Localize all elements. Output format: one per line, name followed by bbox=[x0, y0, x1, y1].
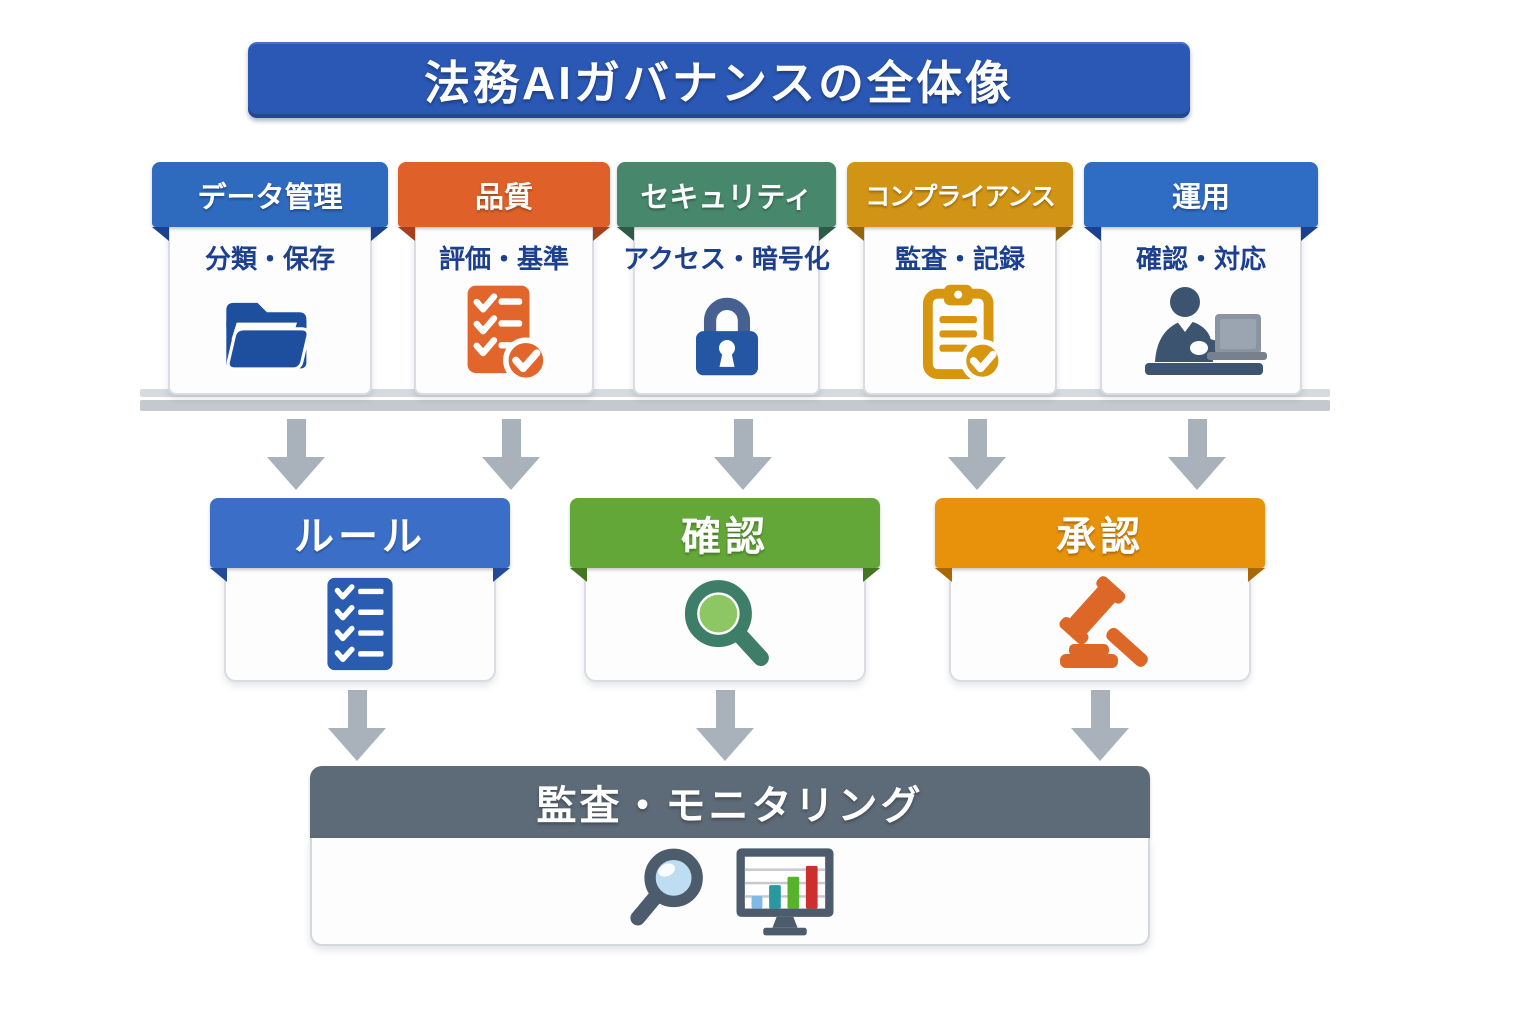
bottom-title: 監査・モニタリング bbox=[536, 784, 924, 828]
card-header: データ管理 bbox=[152, 162, 388, 241]
down-arrow-icon bbox=[328, 690, 386, 761]
card-subtitle: 評価・基準 bbox=[438, 244, 569, 274]
magnifier-icon bbox=[673, 574, 777, 674]
card-data-management: データ管理 分類・保存 bbox=[152, 162, 388, 395]
card-header: 運用 bbox=[1084, 162, 1318, 241]
gavel-icon bbox=[1044, 574, 1156, 674]
audit-monitoring-block: 監査・モニタリング bbox=[310, 766, 1150, 946]
ribbon-fold bbox=[1084, 227, 1101, 241]
card-security: セキュリティ アクセス・暗号化 bbox=[617, 162, 836, 395]
down-arrow-icon bbox=[714, 419, 772, 490]
person-laptop-icon bbox=[1133, 276, 1269, 393]
card-body: アクセス・暗号化 bbox=[623, 227, 830, 395]
card-header: 承認 bbox=[935, 498, 1265, 582]
card-body: 分類・保存 bbox=[168, 227, 372, 395]
ribbon-fold bbox=[1056, 227, 1073, 241]
card-title: コンプライアンス bbox=[865, 182, 1056, 211]
ribbon-fold bbox=[398, 227, 415, 241]
card-subtitle: アクセス・暗号化 bbox=[623, 244, 830, 274]
card-rules: ルール bbox=[210, 498, 510, 682]
ribbon-fold bbox=[152, 227, 169, 241]
title-banner: 法務AIガバナンスの全体像 bbox=[248, 42, 1190, 118]
card-header: コンプライアンス bbox=[847, 162, 1073, 241]
card-title: 確認 bbox=[681, 515, 769, 559]
ribbon-fold bbox=[593, 227, 610, 241]
card-header: セキュリティ bbox=[617, 162, 836, 241]
card-body: 評価・基準 bbox=[414, 227, 594, 395]
card-compliance: コンプライアンス 監査・記録 bbox=[847, 162, 1073, 395]
card-title: 運用 bbox=[1171, 181, 1230, 214]
card-title: セキュリティ bbox=[640, 181, 813, 214]
card-review: 確認 bbox=[570, 498, 880, 682]
card-header: ルール bbox=[210, 498, 510, 582]
card-subtitle: 分類・保存 bbox=[204, 244, 335, 274]
card-approval: 承認 bbox=[935, 498, 1265, 682]
card-body bbox=[949, 568, 1251, 682]
card-header: 品質 bbox=[398, 162, 610, 241]
card-title: データ管理 bbox=[197, 181, 343, 214]
card-subtitle: 確認・対応 bbox=[1135, 244, 1266, 274]
card-title: 品質 bbox=[474, 181, 533, 214]
folder-icon bbox=[218, 276, 322, 393]
card-header: 確認 bbox=[570, 498, 880, 582]
down-arrow-icon bbox=[267, 419, 325, 490]
card-body: 確認・対応 bbox=[1100, 227, 1302, 395]
lock-icon bbox=[679, 276, 775, 393]
bottom-header: 監査・モニタリング bbox=[310, 766, 1150, 838]
chart-monitor-icon bbox=[733, 845, 837, 937]
clipboard-check-icon bbox=[910, 276, 1010, 393]
down-arrow-icon bbox=[1071, 690, 1129, 761]
card-title: ルール bbox=[294, 515, 426, 559]
rules-checklist-icon bbox=[322, 574, 398, 674]
ribbon-fold bbox=[847, 227, 864, 241]
down-arrow-icon bbox=[696, 690, 754, 761]
shelf-bar-bottom bbox=[140, 400, 1330, 411]
checklist-icon bbox=[454, 276, 554, 393]
ribbon-fold bbox=[1301, 227, 1318, 241]
down-arrow-icon bbox=[948, 419, 1006, 490]
ribbon-fold bbox=[371, 227, 388, 241]
page-title: 法務AIガバナンスの全体像 bbox=[423, 57, 1015, 109]
card-operations: 運用 確認・対応 bbox=[1084, 162, 1318, 395]
card-body bbox=[584, 568, 866, 682]
down-arrow-icon bbox=[1168, 419, 1226, 490]
down-arrow-icon bbox=[482, 419, 540, 490]
card-body: 監査・記録 bbox=[863, 227, 1057, 395]
card-title: 承認 bbox=[1056, 515, 1144, 559]
card-quality: 品質 評価・基準 bbox=[398, 162, 610, 395]
card-body bbox=[224, 568, 496, 682]
bottom-body bbox=[310, 838, 1150, 946]
search-icon bbox=[623, 843, 719, 939]
card-subtitle: 監査・記録 bbox=[894, 244, 1025, 274]
